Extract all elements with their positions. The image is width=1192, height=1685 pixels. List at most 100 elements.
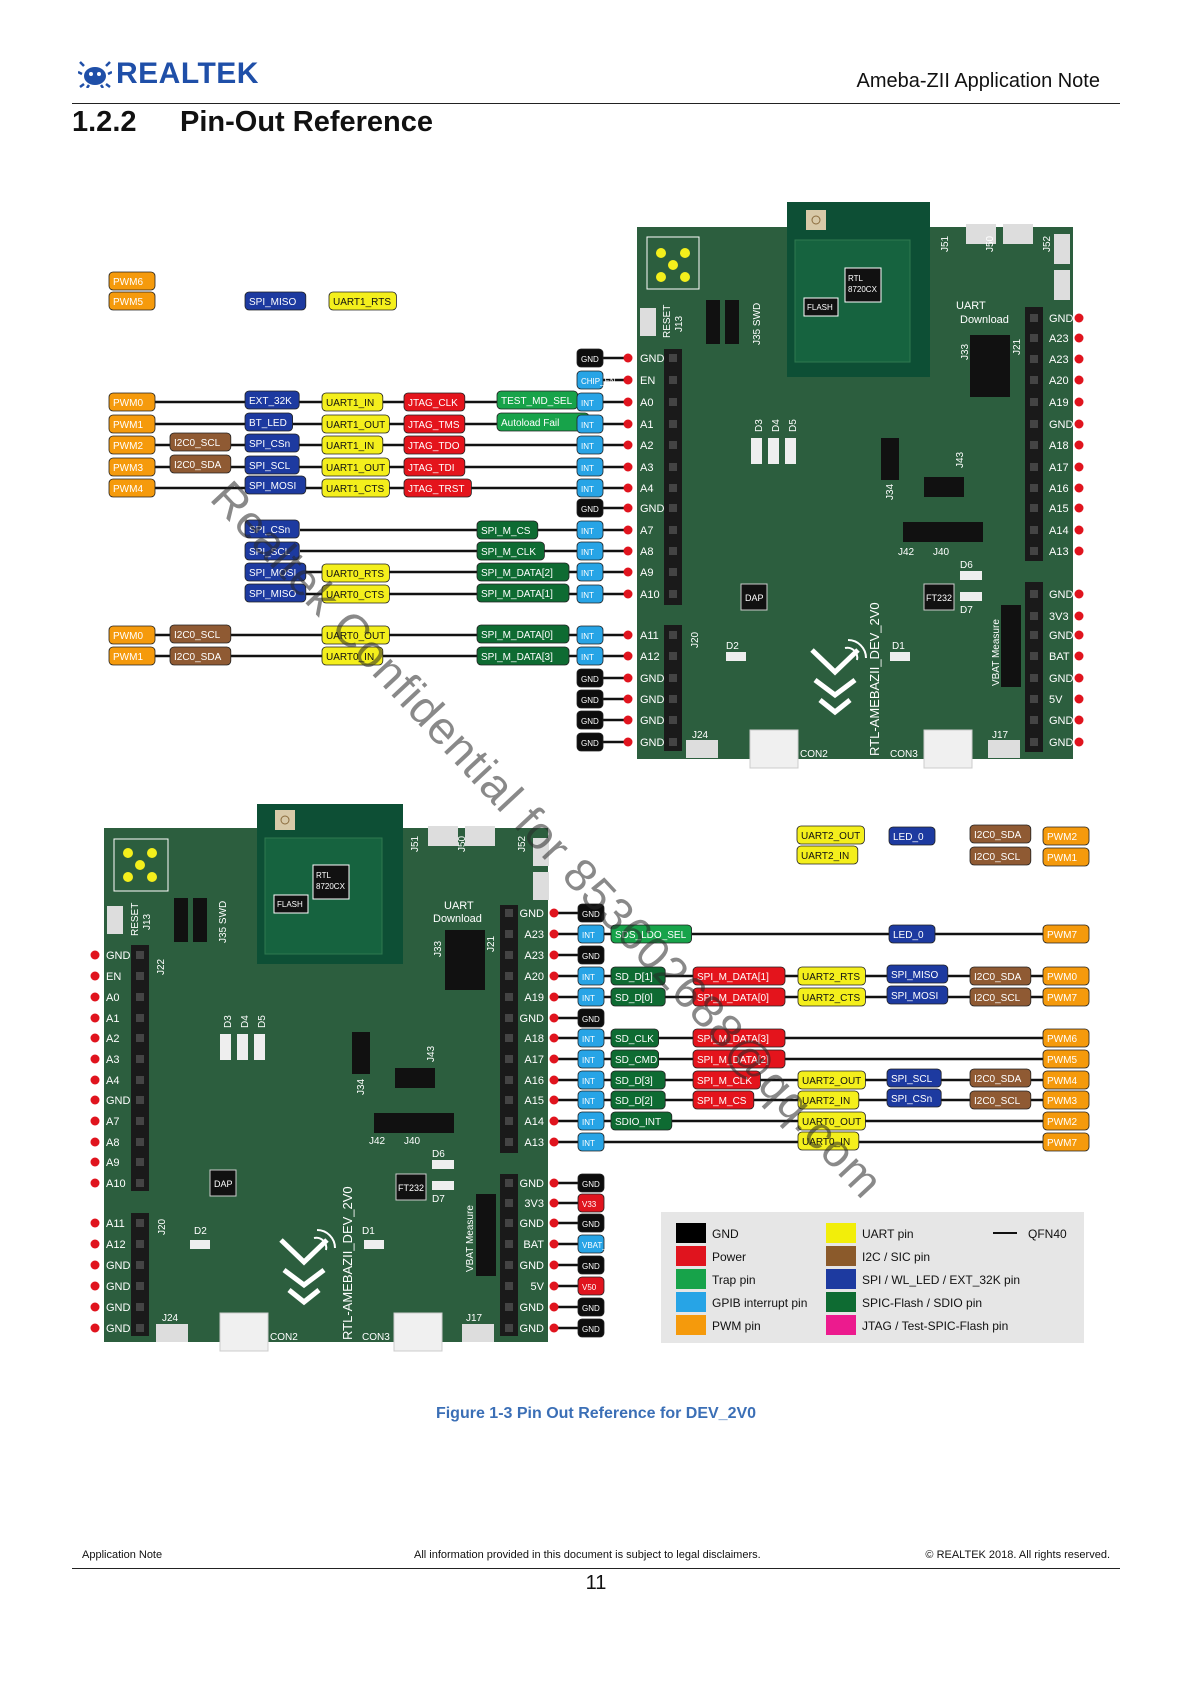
pin-function-tag-label: SD_D[2]	[615, 1096, 653, 1107]
board-top-right-pin-pad	[1030, 547, 1038, 555]
board-bottom-left-pin-label: EN	[106, 971, 121, 983]
pin-function-tag-label: UART2_OUT	[802, 1076, 861, 1087]
board-name-label-top: RTL-AMEBAZII_DEV_2V0	[867, 602, 882, 756]
uart-label-bottom: UART	[444, 900, 474, 912]
pin-function-tag-label: GND	[582, 1015, 600, 1024]
pin-function-tag	[886, 964, 949, 984]
dap-chip-top	[740, 583, 768, 611]
pin-function-tag-label: INT	[582, 1097, 595, 1106]
pin-function-tag	[476, 583, 570, 603]
board-top-left-pin-pad	[669, 631, 677, 639]
j42-j40-jumper-top	[903, 522, 983, 542]
pin-function-tag	[108, 457, 156, 477]
pin-function-tag-label: INT	[581, 548, 594, 557]
legend-item-label: Trap pin	[712, 1273, 756, 1287]
pin-function-tag-label: SPI_M_DATA[1]	[697, 972, 769, 983]
board-top-right-pin-pad	[1030, 314, 1038, 322]
pin-function-tag	[576, 414, 604, 434]
j20-label-bottom: J20	[157, 1218, 168, 1235]
pin-function-tag	[108, 414, 156, 434]
legend-item-label: PWM pin	[712, 1319, 761, 1333]
pin-function-tag	[576, 348, 604, 368]
d1-label: D1	[892, 641, 905, 652]
board-bottom-right-pin-label: 5V	[531, 1281, 545, 1293]
pin-function-tag-label: SPI_M_DATA[3]	[481, 652, 553, 663]
pin-function-tag	[576, 584, 604, 604]
pin-function-tag-label: INT	[581, 421, 594, 430]
board-top-left-pin-dot-icon	[623, 483, 633, 493]
footer-center: All information provided in this documen…	[414, 1549, 761, 1561]
pin-function-tag-label: SD_D[3]	[615, 1076, 653, 1087]
j43-jumper-top	[924, 477, 964, 497]
pin-function-tag	[577, 924, 605, 944]
pin-function-tag-label: SPI_M_DATA[2]	[697, 1055, 769, 1066]
board-bottom-left-pin-pad	[136, 1117, 144, 1125]
board-bottom-left-pin-dot-icon	[90, 1239, 100, 1249]
board-top-left-pin-pad	[669, 716, 677, 724]
board-top-right-pin-pad	[1030, 738, 1038, 746]
legend-item-label: JTAG / Test-SPIC-Flash pin	[862, 1319, 1008, 1333]
d3-label-bottom: D3	[223, 1015, 234, 1028]
board-top-left-pin-label: GND	[640, 694, 665, 706]
pin-function-tag	[888, 924, 936, 944]
con2-label: CON2	[800, 749, 828, 760]
reset-label-bottom: RESET	[130, 903, 141, 936]
d2-label-bottom: D2	[194, 1226, 207, 1237]
board-top-right-pin-dot-icon	[1074, 694, 1084, 704]
pin-function-tag-label: INT	[581, 464, 594, 473]
swd-header-top	[706, 300, 720, 344]
ft232-chip-top	[923, 583, 955, 611]
pin-function-tag	[1042, 847, 1090, 867]
pin-function-tag-label: I2C0_SDA	[974, 830, 1022, 841]
board-top-right-pin-label: GND	[1049, 630, 1074, 642]
board-bottom-left-pin-dot-icon	[90, 1281, 100, 1291]
pin-function-tag-label: SPI_MISO	[249, 589, 296, 600]
pin-function-tag-label: PWM7	[1047, 930, 1077, 941]
j50-label-bottom: J50	[457, 835, 468, 852]
pin-function-tag	[692, 1049, 786, 1069]
pin-function-tag	[1042, 1090, 1090, 1110]
pin-function-tag	[577, 1111, 605, 1131]
board-bottom-right-pin-label: A23	[524, 950, 544, 962]
pin-function-tag-label: GND	[582, 952, 600, 961]
board-bottom-right-pin-pad	[505, 1055, 513, 1063]
legend-swatch	[676, 1246, 706, 1266]
legend-swatch	[676, 1223, 706, 1243]
pin-function-tag-label: I2C0_SDA	[974, 1074, 1022, 1085]
footer-divider	[72, 1568, 1120, 1569]
board-bottom-left-pin-dot-icon	[90, 1178, 100, 1188]
reset-label: RESET	[662, 305, 673, 338]
board-top-right-pin-pad	[1030, 463, 1038, 471]
board-top-left-pin-pad	[669, 652, 677, 660]
board-top-left-pin-label: A9	[640, 567, 653, 579]
board-bottom-left-pin-pad	[136, 1138, 144, 1146]
vbat-label-bottom: VBAT Measure	[465, 1205, 476, 1272]
pin-function-tag-label: INT	[581, 399, 594, 408]
pin-function-tag-label: SDIO_INT	[615, 1117, 661, 1128]
board-top-right-pin-pad	[1030, 504, 1038, 512]
pin-function-tag-label: V33	[582, 1200, 597, 1209]
left-header-upper-top	[664, 349, 682, 605]
board-top-right-pin-dot-icon	[1074, 715, 1084, 725]
pin-function-tag-label: PWM0	[113, 398, 143, 409]
pin-function-tag	[403, 478, 472, 498]
pin-function-tag-label: INT	[581, 485, 594, 494]
pin-function-tag	[1042, 924, 1090, 944]
board-top-right-pin-pad	[1030, 398, 1038, 406]
d4-label-bottom: D4	[240, 1015, 251, 1028]
pin-function-tag	[403, 435, 466, 455]
pin-function-tag	[692, 1028, 786, 1048]
pin-function-tag-label: PWM1	[113, 652, 143, 663]
pin-function-tag-label: INT	[581, 653, 594, 662]
pin-function-tag-label: GND	[582, 1220, 600, 1229]
pin-function-tag-label: Autoload Fail	[501, 418, 559, 429]
board-top-left-pin-label: A1	[640, 419, 653, 431]
pin-function-tag	[169, 646, 232, 666]
board-bottom-left-pin-label: GND	[106, 1260, 131, 1272]
pin-function-tag-label: SPI_SCL	[249, 547, 291, 558]
board-bottom-left-pin-dot-icon	[90, 992, 100, 1002]
header-divider	[72, 103, 1120, 104]
j13-label-bottom: J13	[142, 913, 153, 930]
board-bottom-left-pin-label: A0	[106, 992, 119, 1004]
board-bottom-right-pin-dot-icon	[549, 1198, 559, 1208]
